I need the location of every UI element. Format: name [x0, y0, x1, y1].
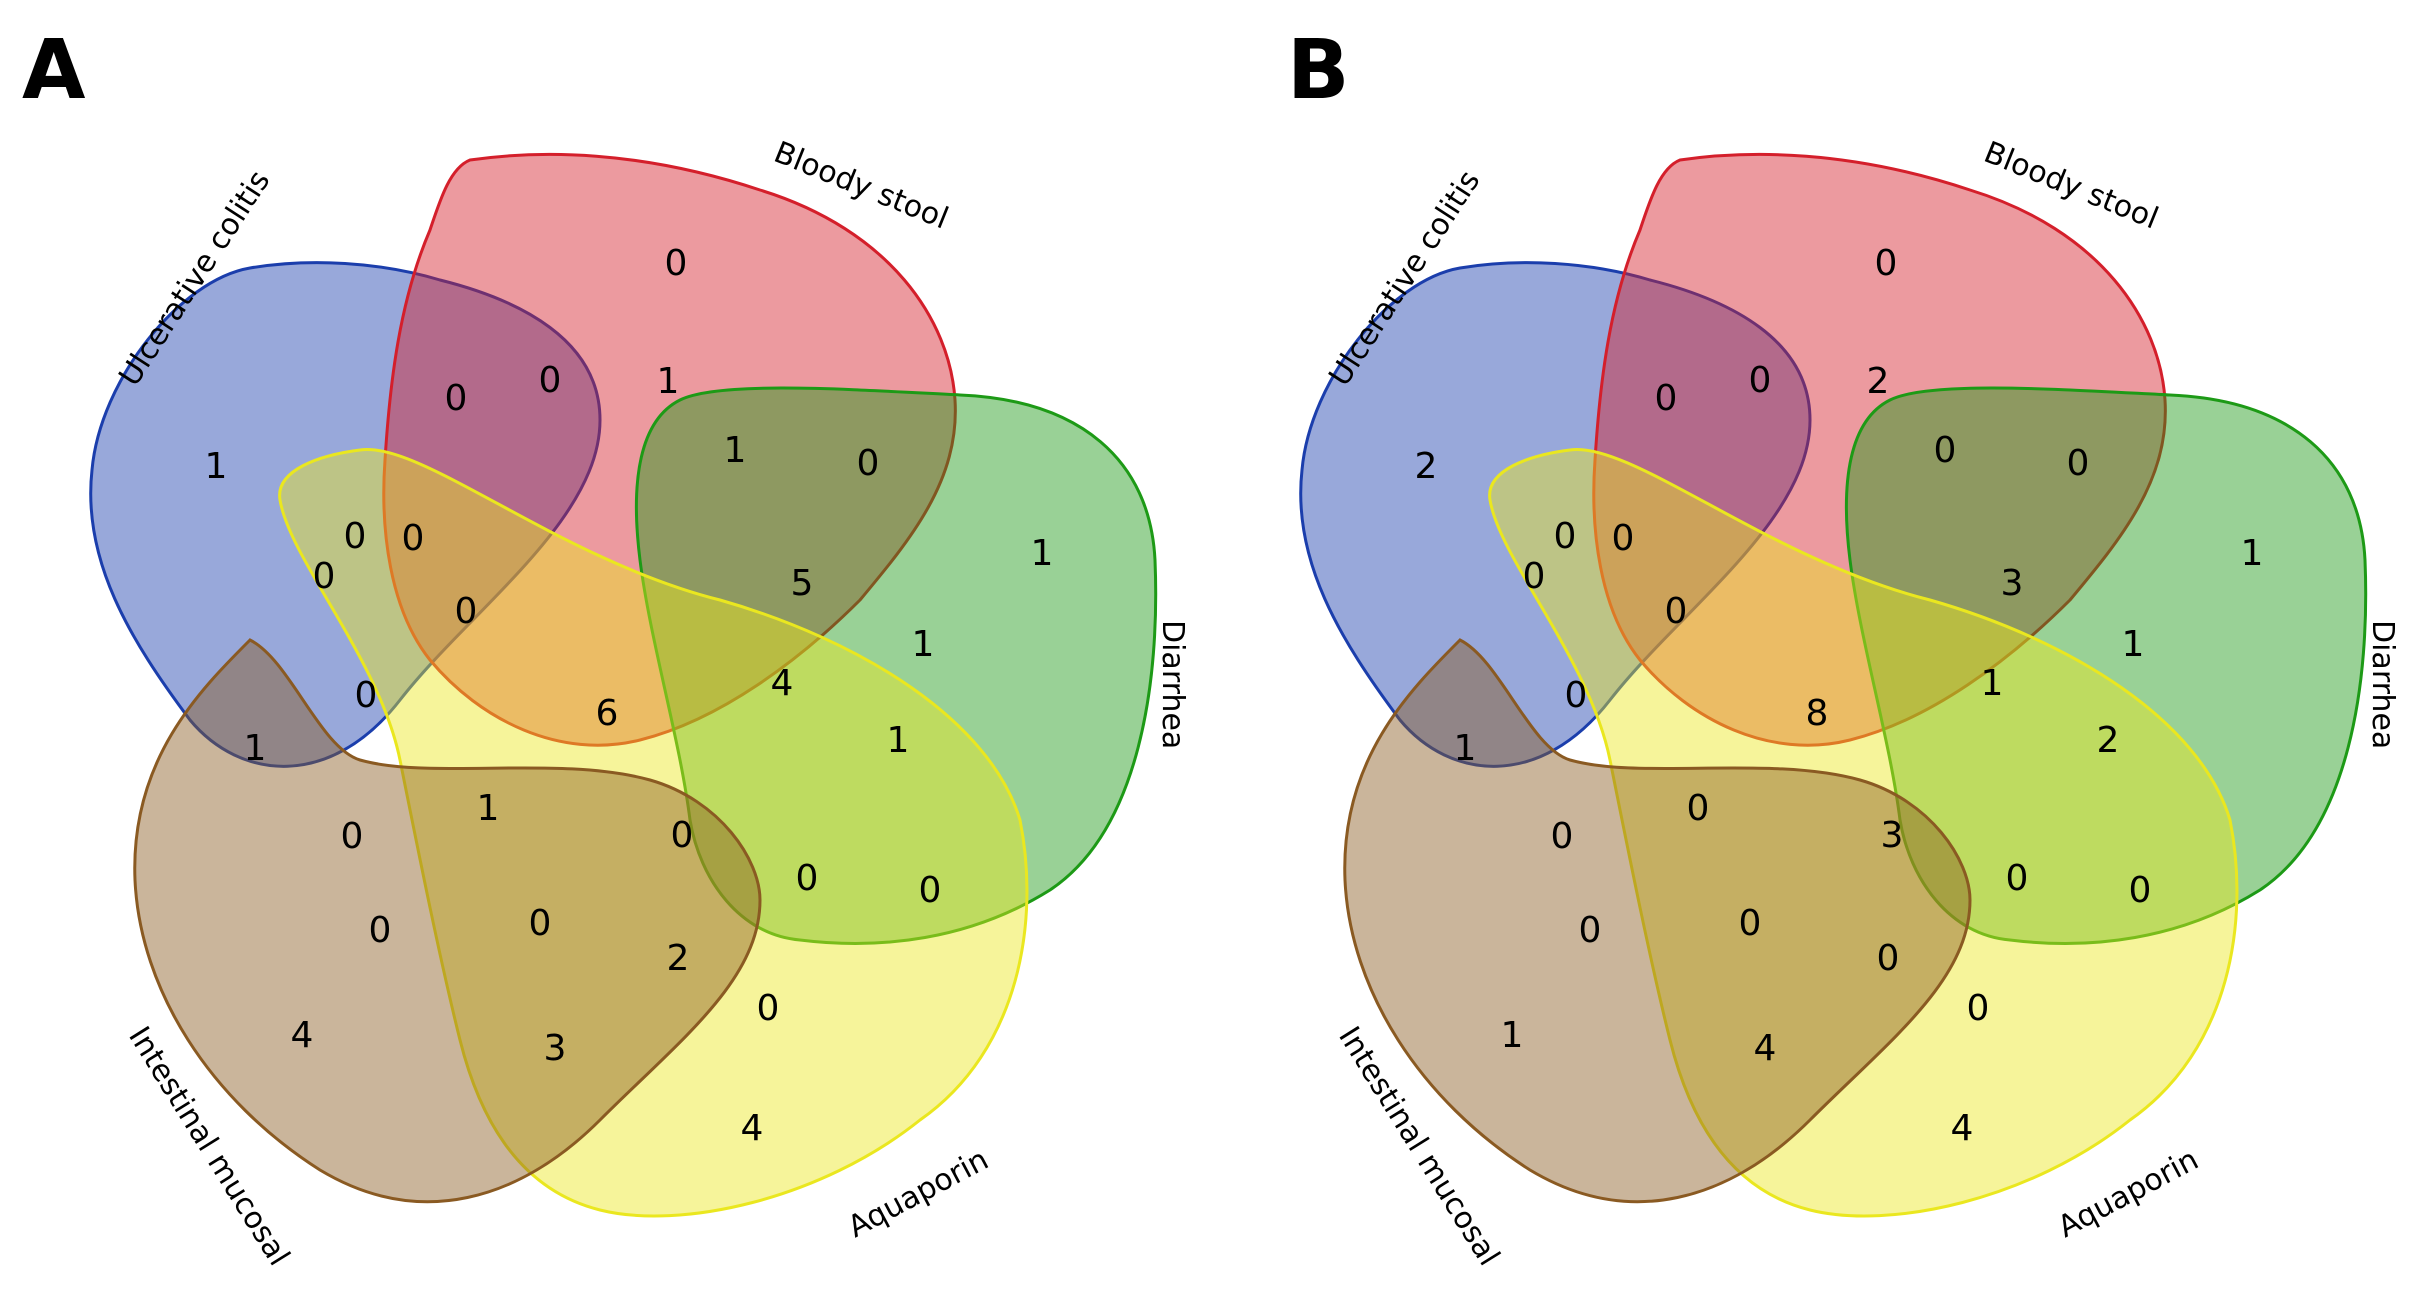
region-count: 0: [1612, 518, 1635, 559]
region-count: 0: [671, 815, 694, 856]
region-count: 2: [2097, 720, 2120, 761]
region-count: 0: [1551, 816, 1574, 857]
region-count: 0: [1749, 360, 1772, 401]
region-count: 0: [1875, 243, 1898, 284]
region-count: 2: [667, 938, 690, 979]
region-count: 0: [1665, 591, 1688, 632]
region-count: 0: [369, 910, 392, 951]
diarrhea-set: [1844, 386, 2368, 945]
region-count: 0: [1523, 556, 1546, 597]
panel-b-counts: 2 0 1 0 4 1 0 0 2 0 0 1 3 2 1 0 0 0 0 0 …: [1415, 243, 2264, 1149]
region-count: 4: [741, 1108, 764, 1149]
panel-a-counts: 1 0 1 0 4 4 0 0 1 0 1 1 5 1 4 0 0 0 0 2 …: [205, 243, 1054, 1149]
region-count: 0: [455, 591, 478, 632]
intestinal-mucosal-set: [133, 638, 762, 1204]
region-count: 1: [1031, 533, 1054, 574]
aquaporin-set: [278, 447, 1029, 1218]
bloody-stool-set: [1592, 152, 2167, 747]
region-count: 1: [1454, 728, 1477, 769]
region-count: 0: [313, 556, 336, 597]
ulcerative-colitis-set: [1299, 261, 1812, 768]
intestinal-mucosal-set: [1343, 638, 1972, 1204]
region-count: 1: [2122, 624, 2145, 665]
region-count: 0: [1967, 988, 1990, 1029]
region-count: 0: [2067, 443, 2090, 484]
region-count: 1: [477, 788, 500, 829]
region-count: 0: [1877, 938, 1900, 979]
region-count: 0: [344, 516, 367, 557]
region-count: 0: [1934, 430, 1957, 471]
region-count: 2: [1415, 446, 1438, 487]
region-count: 6: [596, 693, 619, 734]
region-count: 4: [771, 663, 794, 704]
region-count: 0: [445, 378, 468, 419]
region-count: 0: [341, 816, 364, 857]
region-count: 0: [529, 903, 552, 944]
region-count: 1: [1501, 1015, 1524, 1056]
region-count: 1: [244, 728, 267, 769]
region-count: 1: [724, 430, 747, 471]
region-count: 1: [2241, 533, 2264, 574]
region-count: 0: [1565, 675, 1588, 716]
region-count: 1: [912, 624, 935, 665]
region-count: 2: [1867, 361, 1890, 402]
region-count: 0: [539, 360, 562, 401]
region-count: 3: [1881, 815, 1904, 856]
region-count: 1: [1981, 663, 2004, 704]
region-count: 3: [544, 1028, 567, 1069]
bloody-stool-set: [382, 152, 957, 747]
ulcerative-colitis-set: [89, 261, 602, 768]
region-count: 4: [1754, 1028, 1777, 1069]
region-count: 0: [2129, 870, 2152, 911]
region-count: 0: [919, 870, 942, 911]
diarrhea-label: Diarrhea: [2365, 620, 2400, 749]
region-count: 0: [665, 243, 688, 284]
region-count: 0: [1655, 378, 1678, 419]
diarrhea-set: [634, 386, 1158, 945]
region-count: 1: [657, 361, 680, 402]
region-count: 0: [1554, 516, 1577, 557]
region-count: 4: [1951, 1108, 1974, 1149]
aquaporin-set: [1488, 447, 2239, 1218]
panel-a-letter: A: [22, 23, 86, 118]
region-count: 0: [1579, 910, 1602, 951]
panel-b-letter: B: [1287, 23, 1350, 118]
region-count: 0: [402, 518, 425, 559]
region-count: 0: [1687, 788, 1710, 829]
region-count: 0: [355, 675, 378, 716]
region-count: 5: [791, 563, 814, 604]
diarrhea-label: Diarrhea: [1155, 620, 1190, 749]
region-count: 0: [796, 858, 819, 899]
region-count: 1: [205, 446, 228, 487]
region-count: 8: [1806, 693, 1829, 734]
region-count: 1: [887, 720, 910, 761]
region-count: 0: [857, 443, 880, 484]
region-count: 0: [2006, 858, 2029, 899]
region-count: 0: [757, 988, 780, 1029]
region-count: 0: [1739, 903, 1762, 944]
panel-b: B Ulcerative colitis Bloody stool Diarrh…: [1287, 23, 2400, 1272]
region-count: 4: [291, 1015, 314, 1056]
region-count: 3: [2001, 563, 2024, 604]
panel-a: A Ulcerative colitis Bloody stool Diarrh…: [22, 23, 1190, 1272]
